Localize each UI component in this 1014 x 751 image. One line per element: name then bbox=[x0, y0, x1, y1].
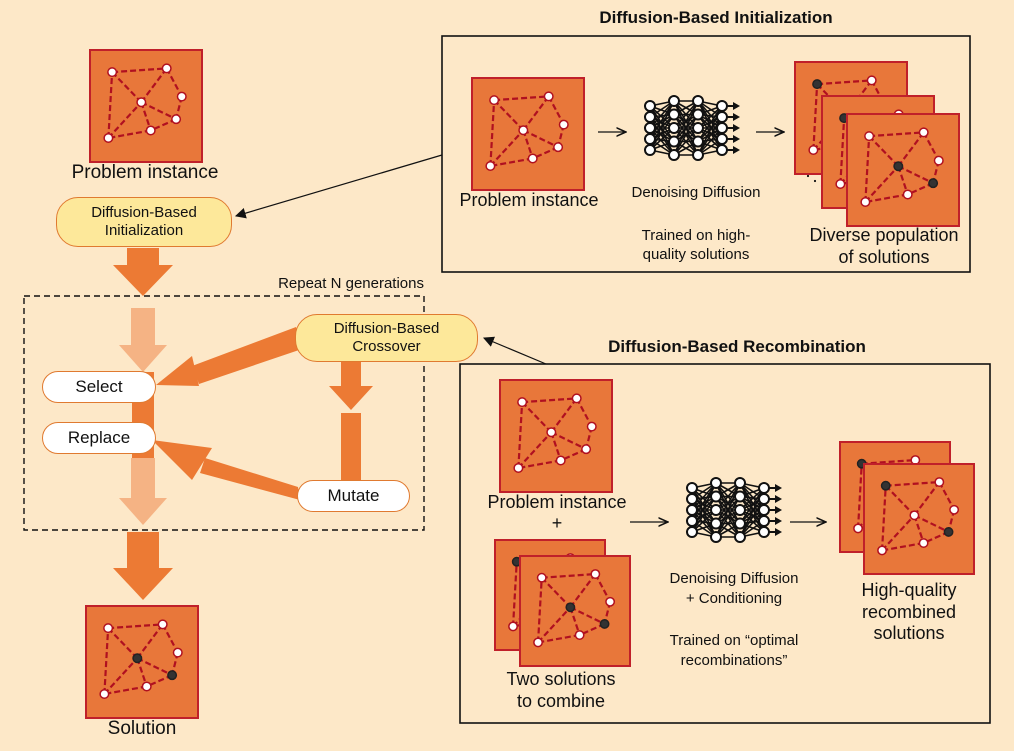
solution-label: Solution bbox=[107, 718, 177, 739]
recomb-problem-tile bbox=[499, 379, 613, 493]
high-quality-line1: High-quality bbox=[861, 580, 957, 600]
init-trained-label: Trained on high- quality solutions bbox=[614, 227, 778, 265]
init-neural-net-icon bbox=[644, 95, 740, 161]
left-problem-tile bbox=[89, 49, 203, 163]
diverse-line1: Diverse population bbox=[809, 225, 959, 245]
recomb-trained-label: Trained on “optimal recombinations” bbox=[646, 631, 822, 670]
init-solution-tile-3 bbox=[846, 113, 960, 227]
flow-arrow-mutate-replace bbox=[152, 440, 300, 500]
recomb-trained-line1: Trained on “optimal bbox=[669, 632, 799, 649]
flow-arrow-solution-down bbox=[113, 532, 173, 600]
connector-recomb-to-crossover bbox=[483, 336, 547, 365]
init-pill[interactable]: Diffusion-Based Initialization bbox=[56, 197, 232, 247]
flow-arrow-select-crossover bbox=[156, 327, 302, 386]
left-problem-instance-label: Problem instance bbox=[71, 162, 219, 183]
high-quality-label: High-quality recombined solutions bbox=[834, 580, 984, 645]
recomb-hq-tile-2 bbox=[863, 463, 975, 575]
mutate-pill[interactable]: Mutate bbox=[297, 480, 410, 512]
replace-pill[interactable]: Replace bbox=[42, 422, 156, 454]
crossover-pill-line2: Crossover bbox=[352, 338, 421, 355]
crossover-pill-line1: Diffusion-Based bbox=[333, 320, 440, 337]
solution-tile bbox=[85, 605, 199, 719]
recomb-panel-box bbox=[459, 363, 991, 724]
recomb-solution-tile-2 bbox=[519, 555, 631, 667]
crossover-pill[interactable]: Diffusion-Based Crossover bbox=[295, 314, 478, 362]
high-quality-line3: solutions bbox=[873, 623, 945, 644]
repeat-label: Repeat N generations bbox=[278, 275, 424, 292]
high-quality-line2: recombined bbox=[861, 601, 957, 622]
recomb-panel-title: Diffusion-Based Recombination bbox=[608, 337, 866, 356]
recomb-plus-label: + bbox=[551, 513, 563, 533]
diverse-line2: of solutions bbox=[838, 246, 930, 267]
two-solutions-line1: Two solutions bbox=[506, 669, 616, 689]
connector-init-to-pill bbox=[234, 154, 443, 219]
init-denoising-label: Denoising Diffusion bbox=[631, 184, 761, 201]
init-trained-line1: Trained on high- bbox=[641, 227, 751, 244]
flow-arrow-init-down bbox=[113, 248, 173, 296]
select-pill[interactable]: Select bbox=[42, 371, 156, 403]
recomb-trained-line2: recombinations” bbox=[680, 651, 788, 669]
two-solutions-label: Two solutions to combine bbox=[484, 669, 638, 712]
two-solutions-line2: to combine bbox=[516, 690, 606, 711]
init-panel-box bbox=[441, 35, 971, 273]
repeat-box bbox=[23, 295, 425, 531]
init-panel-title: Diffusion-Based Initialization bbox=[599, 8, 833, 27]
recomb-denoising-line2: + Conditioning bbox=[685, 590, 783, 608]
init-problem-tile bbox=[471, 77, 585, 191]
init-trained-line2: quality solutions bbox=[642, 245, 750, 263]
flow-arrow-loop-exit bbox=[119, 458, 167, 525]
recomb-denoising-line1: Denoising Diffusion bbox=[669, 570, 799, 587]
recomb-denoising-label: Denoising Diffusion + Conditioning bbox=[646, 569, 822, 610]
recomb-problem-instance-label: Problem instance bbox=[487, 492, 627, 512]
init-pill-line2: Initialization bbox=[104, 222, 184, 239]
flow-arrow-crossover-mutate bbox=[329, 360, 373, 483]
init-problem-instance-label: Problem instance bbox=[459, 190, 599, 210]
flow-arrow-loop-entry bbox=[119, 308, 167, 372]
recomb-neural-net-icon bbox=[686, 477, 782, 543]
diverse-population-label: Diverse population of solutions bbox=[796, 225, 972, 268]
init-pill-line1: Diffusion-Based bbox=[91, 204, 197, 221]
